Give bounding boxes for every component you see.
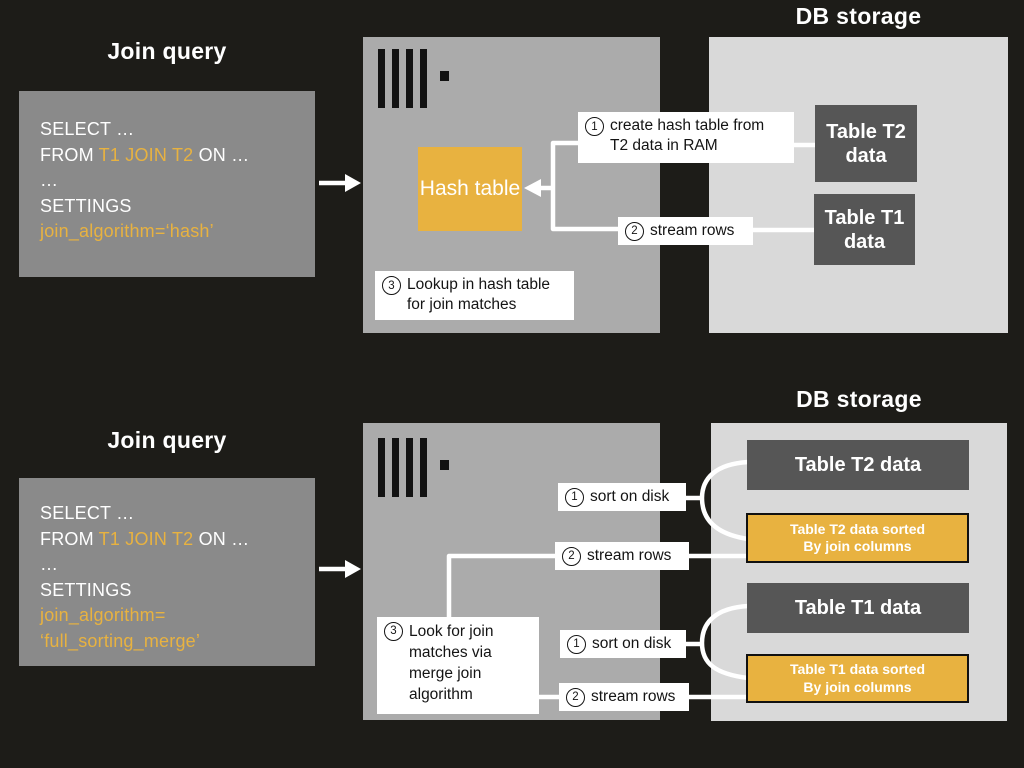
- step2-label-top: 2 stream rows: [618, 217, 753, 245]
- stream2-label-bottom: 2 stream rows: [559, 683, 689, 711]
- clickhouse-logo-icon: [378, 438, 449, 497]
- query-code-line: join_algorithm=‘hash’: [40, 221, 214, 241]
- arrow-head-top: [345, 174, 361, 192]
- arrow-head-bottom: [345, 560, 361, 578]
- step1-label-top: 1 create hash table from T2 data in RAM: [578, 112, 794, 163]
- step-number-badge: 3: [382, 276, 401, 295]
- table-t2-sorted-box: Table T2 data sorted By join columns: [746, 513, 969, 563]
- db-storage-box-top: [709, 37, 1008, 333]
- logo-bar: [420, 438, 427, 497]
- query-code-line: SELECT …: [40, 503, 135, 523]
- table-t2-data-box-bottom: Table T2 data: [747, 440, 969, 490]
- query-code-line: ‘full_sorting_merge’: [40, 630, 201, 651]
- step-number-badge: 2: [562, 546, 581, 566]
- db-storage-title-top: DB storage: [795, 3, 922, 29]
- step3-label-top: 3 Lookup in hash table for join matches: [375, 271, 574, 320]
- hash-table-box: Hash table: [418, 147, 522, 231]
- step3-label-bottom: 3 Look for join matches via merge join a…: [377, 617, 539, 714]
- step-number-badge: 1: [567, 634, 586, 654]
- table-t1-sorted-box: Table T1 data sorted By join columns: [746, 654, 969, 703]
- stream1-label-bottom: 2 stream rows: [555, 542, 689, 570]
- step-number-badge: 3: [384, 622, 403, 641]
- query-code-line: SELECT …: [40, 119, 135, 139]
- step-number-badge: 2: [625, 221, 644, 241]
- query-code-line: join_algorithm=: [40, 605, 166, 625]
- logo-bar: [392, 49, 399, 108]
- table-t2-data-box-top: Table T2 data: [815, 105, 917, 182]
- sort2-label-bottom: 1 sort on disk: [560, 630, 686, 658]
- table-t1-data-box-bottom: Table T1 data: [747, 583, 969, 633]
- table-t1-data-box-top: Table T1 data: [814, 194, 915, 265]
- logo-dot: [440, 460, 449, 470]
- logo-bar: [420, 49, 427, 108]
- query-code-bottom: SELECT … FROM T1 JOIN T2 ON … … SETTINGS joi…: [19, 478, 315, 666]
- logo-bar: [392, 438, 399, 497]
- logo-bar: [406, 438, 413, 497]
- logo-bar: [378, 438, 385, 497]
- query-code-line: …: [40, 554, 59, 574]
- join-query-title-top: Join query: [107, 38, 227, 64]
- step-number-badge: 1: [565, 487, 584, 507]
- join-query-title-bottom: Join query: [107, 427, 227, 453]
- sort1-label-bottom: 1 sort on disk: [558, 483, 686, 511]
- step-number-badge: 1: [585, 117, 604, 136]
- query-code-line: SETTINGS: [40, 579, 132, 600]
- query-code-line: FROM T1 JOIN T2 ON …: [40, 144, 250, 165]
- step-number-badge: 2: [566, 687, 585, 707]
- query-code-line: FROM T1 JOIN T2 ON …: [40, 528, 250, 549]
- logo-bar: [406, 49, 413, 108]
- logo-dot: [440, 71, 449, 81]
- db-storage-title-bottom: DB storage: [796, 386, 922, 412]
- query-code-top: SELECT … FROM T1 JOIN T2 ON … … SETTINGS joi…: [19, 91, 315, 277]
- query-code-line: SETTINGS: [40, 195, 132, 216]
- logo-bar: [378, 49, 385, 108]
- query-code-line: …: [40, 170, 59, 190]
- clickhouse-logo-icon: [378, 49, 449, 108]
